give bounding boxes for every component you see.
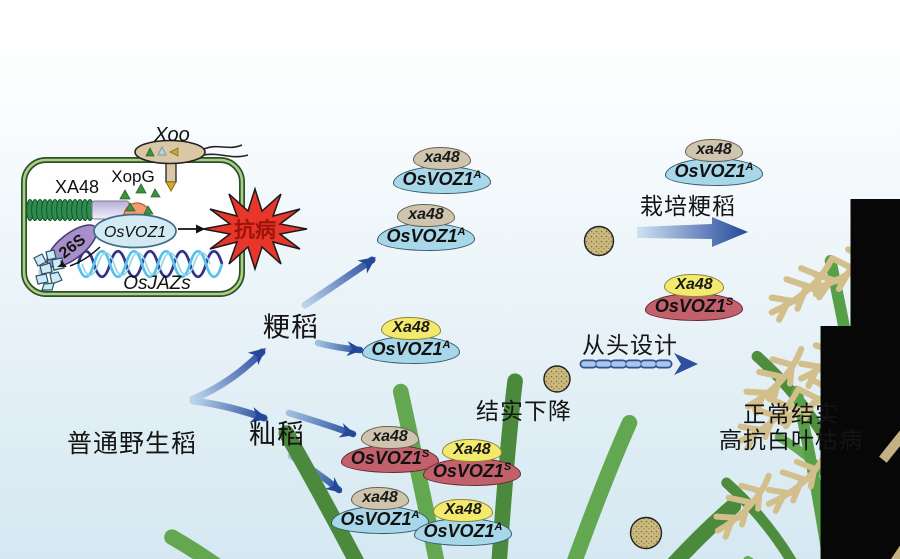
- seed-setting-decline-label: 结实下降: [476, 399, 572, 424]
- japonica-label: 粳稻: [263, 312, 319, 343]
- cell-inset: 26S: [21, 124, 308, 297]
- allele-badge: xa48: [351, 487, 409, 510]
- protein-badge: OsVOZ1A: [361, 336, 461, 364]
- high-resistance-label: 高抗白叶枯病: [719, 428, 863, 453]
- protein-badge: OsVOZ1S: [422, 458, 522, 486]
- genotype-pair-indica-4: Xa48 OsVOZ1A: [413, 499, 513, 546]
- osjazs-label: OsJAZs: [123, 273, 191, 294]
- genotype-pair-top-middle-2: xa48 OsVOZ1A: [376, 204, 476, 251]
- genotype-pair-japonica: Xa48 OsVOZ1A: [361, 317, 461, 364]
- pin-tip: [165, 181, 177, 193]
- osvoz1-protein: [93, 213, 177, 249]
- dna-helix: [76, 249, 224, 279]
- degradation-arrow: [69, 246, 101, 267]
- protein-badge: OsVOZ1A: [392, 166, 492, 194]
- degraded-protein-fragments: [33, 249, 65, 291]
- allele-badge: Xa48: [664, 274, 724, 297]
- indica-label: 籼稻: [249, 419, 305, 450]
- xopg-effectors: [119, 183, 161, 215]
- arrow-cultivated-japonica: [637, 217, 748, 247]
- allele-badge: Xa48: [381, 317, 441, 340]
- membrane-coil: [26, 199, 94, 221]
- resistance-starburst: [202, 186, 308, 272]
- de-novo-design-label: 从头设计: [582, 333, 678, 358]
- allele-badge: xa48: [397, 204, 455, 227]
- xoo-label: Xoo: [153, 124, 190, 146]
- xopg-label: XopG: [111, 167, 154, 186]
- protein-badge: OsVOZ1S: [644, 293, 744, 321]
- seed-photo-middle: [543, 365, 571, 393]
- protein-badge: OsVOZ1A: [413, 518, 513, 546]
- allele-badge: xa48: [361, 426, 419, 449]
- normal-seed-setting-label: 正常结实: [743, 402, 839, 427]
- genotype-pair-top-middle-1: xa48 OsVOZ1A: [392, 147, 492, 194]
- seed-photo-top: [583, 225, 615, 257]
- genotype-pair-top-right: xa48 OsVOZ1A: [664, 139, 764, 186]
- genotype-pair-indica-2: Xa48 OsVOZ1S: [422, 439, 522, 486]
- breeding-arrows: [189, 217, 748, 494]
- resistance-label: 抗病: [234, 218, 276, 242]
- genotype-pair-indica-3: xa48 OsVOZ1A: [330, 487, 430, 534]
- protein-badge: OsVOZ1A: [664, 158, 764, 186]
- arrow-japonica-up: [301, 256, 376, 309]
- genotype-pair-indica-1: xa48 OsVOZ1S: [340, 426, 440, 473]
- seed-photo-bottom: [629, 516, 663, 550]
- osvoz1-label: OsVOZ1: [104, 224, 166, 241]
- allele-badge: xa48: [413, 147, 471, 170]
- genotype-pair-de-novo: Xa48 OsVOZ1S: [644, 274, 744, 321]
- arrow-de-novo-dashed: [579, 353, 698, 375]
- arrow-wild-to-japonica: [189, 348, 266, 403]
- xa48-label: XA48: [55, 177, 99, 197]
- allele-badge: xa48: [685, 139, 743, 162]
- cultivated-japonica-label: 栽培粳稻: [640, 194, 736, 219]
- allele-badge: Xa48: [433, 499, 493, 522]
- protein-badge: OsVOZ1A: [330, 506, 430, 534]
- allele-badge: Xa48: [442, 439, 502, 462]
- wild-rice-label: 普通野生稻: [66, 431, 198, 458]
- xoo-bacterium: [134, 139, 249, 193]
- flagella: [203, 144, 249, 158]
- protein-badge: OsVOZ1S: [340, 445, 440, 473]
- protein-badge: OsVOZ1A: [376, 223, 476, 251]
